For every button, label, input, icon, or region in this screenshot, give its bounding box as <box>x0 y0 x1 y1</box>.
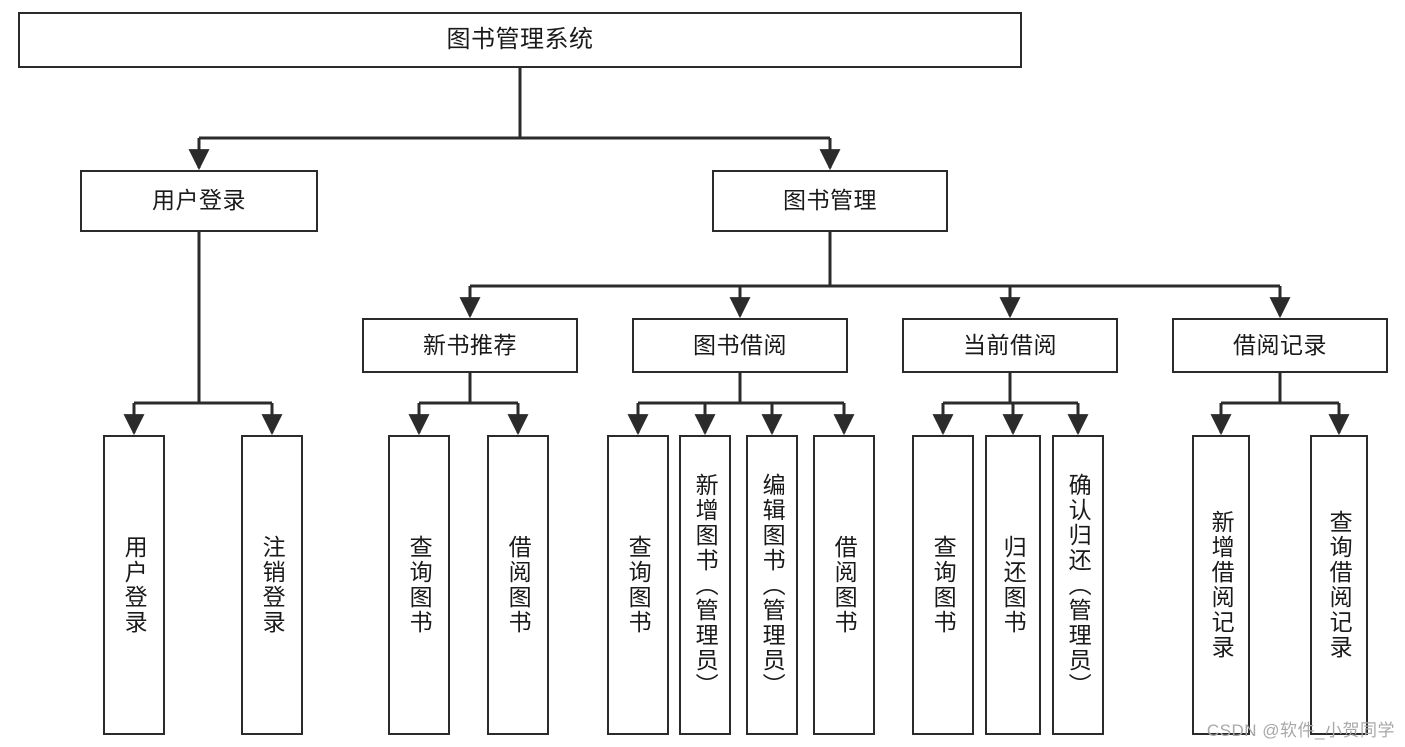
node-label: 编辑图书（管理员） <box>759 472 786 698</box>
node-book-borrow[interactable]: 图书借阅 <box>632 318 848 373</box>
node-leaf-return[interactable]: 归还图书 <box>985 435 1041 735</box>
node-leaf-query-rec[interactable]: 查询借阅记录 <box>1310 435 1368 735</box>
node-label: 当前借阅 <box>963 331 1057 358</box>
watermark-text: CSDN @软件_小贺同学 <box>1206 721 1395 740</box>
node-label: 借阅记录 <box>1233 331 1327 358</box>
connector-trunk-new-book-rec <box>419 373 518 405</box>
node-leaf-borrow-1[interactable]: 借阅图书 <box>487 435 549 735</box>
node-leaf-add-book[interactable]: 新增图书（管理员） <box>679 435 731 735</box>
node-leaf-user-login[interactable]: 用户登录 <box>103 435 165 735</box>
node-book-manage[interactable]: 图书管理 <box>712 170 948 232</box>
node-label: 图书管理系统 <box>446 25 594 53</box>
node-label: 查询图书 <box>930 535 957 635</box>
connector-trunk-book-manage <box>470 232 1280 288</box>
node-label: 查询图书 <box>625 535 652 635</box>
connector-trunk-book-borrow <box>638 373 844 405</box>
node-new-book-rec[interactable]: 新书推荐 <box>362 318 578 373</box>
connector-trunk-borrow-record <box>1221 373 1339 405</box>
node-label: 归还图书 <box>1000 535 1027 635</box>
node-label: 图书管理 <box>783 187 877 214</box>
node-leaf-query-2[interactable]: 查询图书 <box>607 435 669 735</box>
node-label: 图书借阅 <box>693 331 787 358</box>
node-leaf-borrow-2[interactable]: 借阅图书 <box>813 435 875 735</box>
connector-trunk-root <box>199 68 830 140</box>
node-leaf-logout[interactable]: 注销登录 <box>241 435 303 735</box>
node-label: 确认归还（管理员） <box>1065 472 1092 698</box>
node-leaf-edit-book[interactable]: 编辑图书（管理员） <box>746 435 798 735</box>
node-label: 查询图书 <box>406 535 433 635</box>
node-label: 注销登录 <box>259 535 286 635</box>
connector-trunk-current-borrow <box>943 373 1078 405</box>
node-leaf-add-rec[interactable]: 新增借阅记录 <box>1192 435 1250 735</box>
node-label: 新增图书（管理员） <box>692 472 719 698</box>
node-label: 借阅图书 <box>505 535 532 635</box>
node-leaf-query-3[interactable]: 查询图书 <box>912 435 974 735</box>
node-label: 用户登录 <box>121 535 148 635</box>
node-user-login[interactable]: 用户登录 <box>80 170 318 232</box>
connector-trunk-user-login <box>134 232 272 405</box>
node-borrow-record[interactable]: 借阅记录 <box>1172 318 1388 373</box>
node-label: 借阅图书 <box>831 535 858 635</box>
node-label: 用户登录 <box>152 187 246 214</box>
node-leaf-query-1[interactable]: 查询图书 <box>388 435 450 735</box>
node-label: 查询借阅记录 <box>1326 510 1353 660</box>
node-label: 新增借阅记录 <box>1208 510 1235 660</box>
node-root[interactable]: 图书管理系统 <box>18 12 1022 68</box>
node-label: 新书推荐 <box>423 331 517 358</box>
node-leaf-confirm[interactable]: 确认归还（管理员） <box>1052 435 1104 735</box>
node-current-borrow[interactable]: 当前借阅 <box>902 318 1118 373</box>
